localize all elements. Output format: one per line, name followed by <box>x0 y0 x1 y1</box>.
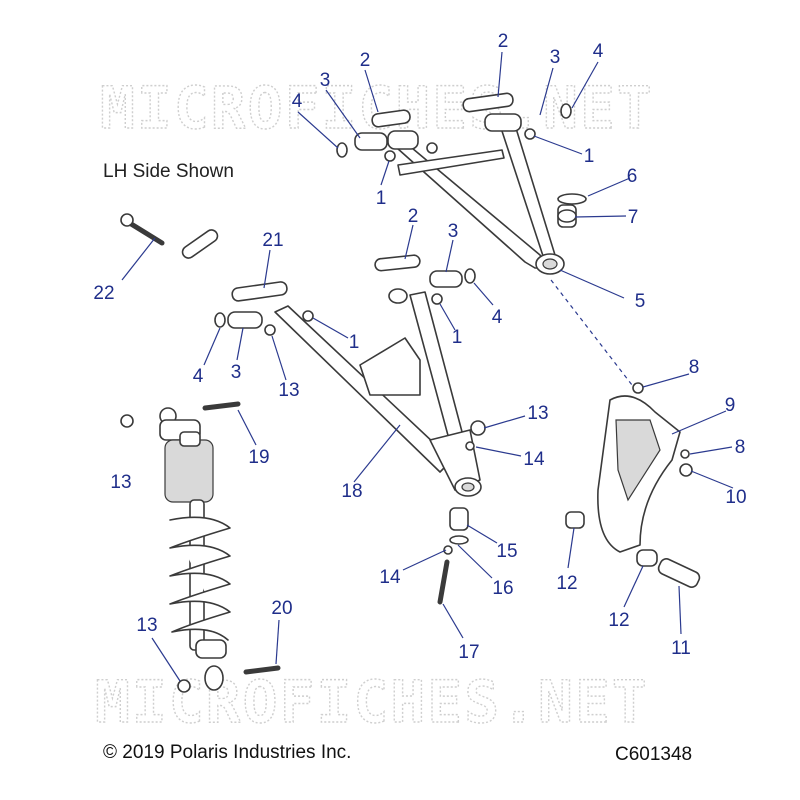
callout-9: 9 <box>725 395 736 416</box>
callout-13: 13 <box>136 615 157 636</box>
nut-13-left <box>120 414 134 428</box>
bushing-12-upper <box>565 511 585 529</box>
leader-lines <box>121 51 734 682</box>
bolt-22 <box>120 213 165 246</box>
callout-1: 1 <box>349 332 360 353</box>
callout-13: 13 <box>527 403 548 424</box>
callout-12: 12 <box>608 610 629 631</box>
lower-a-arm <box>274 291 482 497</box>
bushing-12-lower <box>636 549 658 567</box>
callout-1: 1 <box>376 188 387 209</box>
callout-1: 1 <box>452 327 463 348</box>
callout-4: 4 <box>593 41 604 62</box>
callout-14: 14 <box>523 449 545 470</box>
watermark-bottom: MICROFICHES.NET <box>95 668 649 736</box>
watermark-top: MICROFICHES.NET <box>100 74 654 142</box>
callout-4: 4 <box>292 91 303 112</box>
callout-2: 2 <box>360 50 371 71</box>
callout-3: 3 <box>550 47 561 68</box>
callout-3: 3 <box>448 221 459 242</box>
callouts: 2 2 3 4 3 4 1 1 6 7 5 21 2 3 4 1 1 4 3 1… <box>93 31 746 663</box>
callout-13: 13 <box>110 472 131 493</box>
callout-21: 21 <box>262 230 283 251</box>
upper-a-arm <box>387 124 565 275</box>
pin-11 <box>657 558 701 588</box>
callout-13: 13 <box>278 380 299 401</box>
ball-joint-axis <box>550 279 633 386</box>
lower-pins <box>214 254 486 451</box>
callout-3: 3 <box>320 70 331 91</box>
callout-17: 17 <box>458 642 479 663</box>
copyright-text: © 2019 Polaris Industries Inc. <box>103 742 351 763</box>
callout-7: 7 <box>628 207 639 228</box>
callout-10: 10 <box>725 487 746 508</box>
callout-2: 2 <box>408 206 419 227</box>
ball-joint <box>557 193 587 228</box>
callout-5: 5 <box>635 291 646 312</box>
shock-absorber <box>159 407 231 691</box>
callout-12: 12 <box>556 573 577 594</box>
side-label: LH Side Shown <box>103 161 234 182</box>
callout-8: 8 <box>689 357 700 378</box>
callout-14: 14 <box>379 567 401 588</box>
callout-4: 4 <box>193 366 204 387</box>
callout-15: 15 <box>496 541 517 562</box>
callout-2: 2 <box>498 31 509 52</box>
callout-3: 3 <box>231 362 242 383</box>
callout-1: 1 <box>584 146 595 167</box>
pin-loose <box>181 229 219 259</box>
callout-18: 18 <box>341 481 362 502</box>
callout-4: 4 <box>492 307 503 328</box>
bolt-20 <box>243 665 281 675</box>
bolt-19 <box>202 401 241 411</box>
lower-ball-joint <box>437 507 469 605</box>
diagram-id: C601348 <box>615 744 692 765</box>
callout-8: 8 <box>735 437 746 458</box>
callout-6: 6 <box>627 166 638 187</box>
callout-20: 20 <box>271 598 292 619</box>
upper-pins <box>336 92 572 162</box>
callout-11: 11 <box>671 638 691 659</box>
steering-knuckle <box>597 382 693 553</box>
callout-16: 16 <box>492 578 513 599</box>
nut-13-bottom <box>177 679 191 693</box>
callout-19: 19 <box>248 447 269 468</box>
callout-22: 22 <box>93 283 114 304</box>
